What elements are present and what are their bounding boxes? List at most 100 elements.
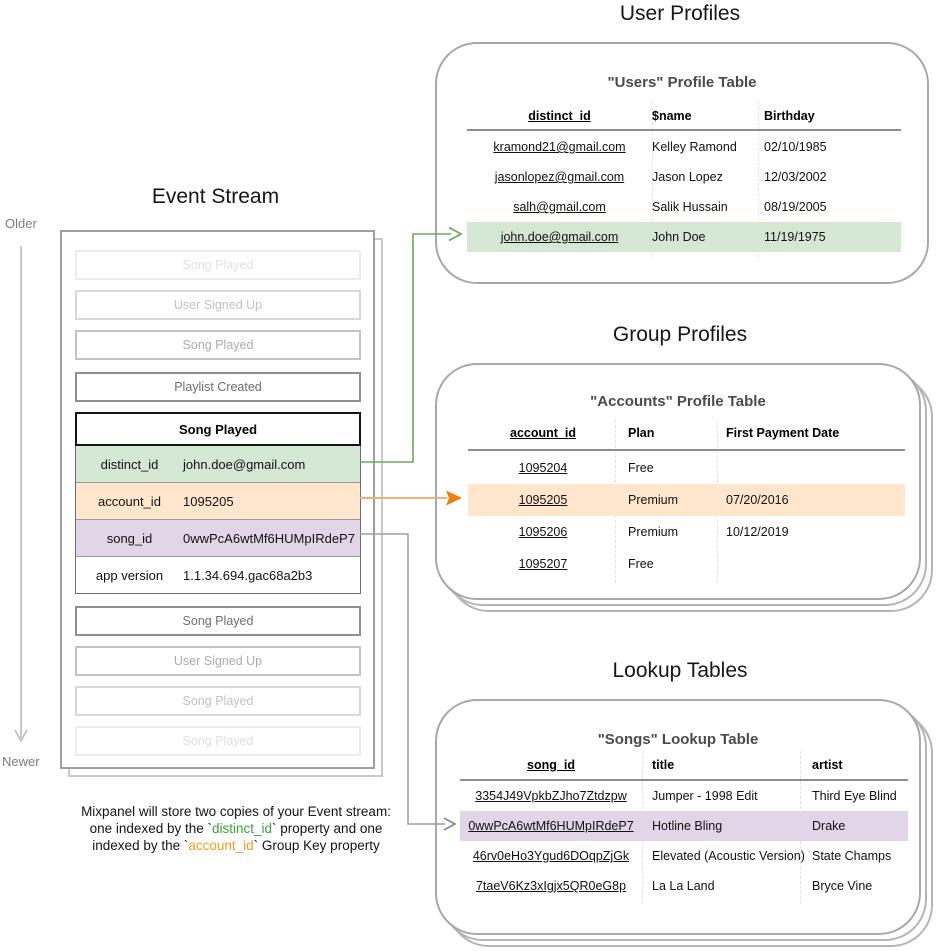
timeline-arrow xyxy=(14,246,28,743)
event-item: Playlist Created xyxy=(75,372,361,402)
cell: John Doe xyxy=(652,230,706,244)
column-header: title xyxy=(652,758,675,772)
songs-card: "Songs" Lookup Table song_id title artis… xyxy=(435,699,921,935)
event-properties: distinct_id john.doe@gmail.com account_i… xyxy=(75,446,361,594)
column-header: song_id xyxy=(527,758,575,772)
caption-text: one indexed by the ` xyxy=(89,821,212,836)
column-header: account_id xyxy=(510,426,576,440)
users-card: "Users" Profile Table distinct_id $name … xyxy=(435,42,929,284)
table-row: salh@gmail.com Salik Hussain 08/19/2005 xyxy=(467,192,901,222)
caption-text: ` property and one xyxy=(272,821,383,836)
caption-distinct-id: distinct_id xyxy=(211,821,273,836)
event-item: User Signed Up xyxy=(75,646,361,676)
cell: Third Eye Blind xyxy=(812,789,897,803)
cell: john.doe@gmail.com xyxy=(500,230,619,244)
accounts-table-header-row: account_id Plan First Payment Date xyxy=(468,422,905,444)
cell: jasonlopez@gmail.com xyxy=(494,170,625,184)
cell: Kelley Ramond xyxy=(652,140,737,154)
property-value: 0wwPcA6wtMf6HUMpIRdeP7 xyxy=(183,530,355,546)
caption-text: Mixpanel will store two copies of your E… xyxy=(81,804,391,819)
table-rule xyxy=(467,129,901,131)
property-row-account-id: account_id 1095205 xyxy=(76,482,360,519)
cell: 10/12/2019 xyxy=(726,525,789,539)
event-item: Song Played xyxy=(75,250,361,280)
caption-line-3: indexed by the `account_id` Group Key pr… xyxy=(28,837,444,854)
title-event-stream: Event Stream xyxy=(151,185,280,208)
cell: Elevated (Acoustic Version) xyxy=(652,849,805,863)
table-row: 7taeV6Kz3xIgjx5QR0eG8p La La Land Bryce … xyxy=(460,871,908,901)
property-key: app version xyxy=(95,567,164,583)
cell: salh@gmail.com xyxy=(513,200,606,214)
event-item: Song Played xyxy=(75,686,361,716)
cell: Premium xyxy=(628,525,679,539)
caption-text: indexed by the ` xyxy=(92,838,189,853)
column-header: artist xyxy=(812,758,843,772)
table-row-highlighted: 0wwPcA6wtMf6HUMpIRdeP7 Hotline Bling Dra… xyxy=(460,811,908,841)
property-value: 1.1.34.694.gac68a2b3 xyxy=(183,567,313,583)
event-item: Song Played xyxy=(75,726,361,756)
table-row: kramond21@gmail.com Kelley Ramond 02/10/… xyxy=(467,132,901,162)
caption-line-1: Mixpanel will store two copies of your E… xyxy=(28,803,444,820)
caption-text: ` Group Key property xyxy=(253,838,380,853)
cell: 12/03/2002 xyxy=(764,170,827,184)
songs-table-heading: "Songs" Lookup Table xyxy=(597,731,759,748)
cell: Jumper - 1998 Edit xyxy=(652,789,758,803)
table-rule xyxy=(460,779,908,781)
event-item: Song Played xyxy=(75,330,361,360)
caption-account-id: account_id xyxy=(188,838,254,853)
table-row: jasonlopez@gmail.com Jason Lopez 12/03/2… xyxy=(467,162,901,192)
users-table-heading: "Users" Profile Table xyxy=(607,74,757,91)
cell: Jason Lopez xyxy=(652,170,723,184)
cell: 7taeV6Kz3xIgjx5QR0eG8p xyxy=(475,879,627,893)
caption: Mixpanel will store two copies of your E… xyxy=(28,803,444,854)
accounts-table-heading: "Accounts" Profile Table xyxy=(590,393,766,410)
caption-line-2: one indexed by the `distinct_id` propert… xyxy=(28,820,444,837)
property-value: john.doe@gmail.com xyxy=(183,456,306,472)
column-header: Plan xyxy=(628,426,655,440)
table-row: 46rv0eHo3Ygud6DOqpZjGk Elevated (Acousti… xyxy=(460,841,908,871)
cell: Premium xyxy=(628,493,679,507)
column-header: $name xyxy=(652,109,692,123)
cell: Drake xyxy=(812,819,846,833)
column-header: First Payment Date xyxy=(726,426,840,440)
cell: 1095205 xyxy=(518,493,568,507)
active-event-card: Song Played distinct_id john.doe@gmail.c… xyxy=(75,412,361,594)
cell: Free xyxy=(628,461,654,475)
cell: Salik Hussain xyxy=(652,200,728,214)
songs-table-header-row: song_id title artist xyxy=(460,754,908,776)
event-title: Song Played xyxy=(75,412,361,446)
cell: Bryce Vine xyxy=(812,879,873,893)
cell: State Champs xyxy=(812,849,892,863)
cell: kramond21@gmail.com xyxy=(493,140,626,154)
event-stream-box: Song Played User Signed Up Song Played P… xyxy=(60,230,375,769)
accounts-card: "Accounts" Profile Table account_id Plan… xyxy=(435,363,921,600)
table-row: 1095204 Free xyxy=(468,452,905,484)
older-label: Older xyxy=(5,216,37,231)
title-user-profiles: User Profiles xyxy=(619,2,741,25)
column-header: Birthday xyxy=(764,109,815,123)
event-item: User Signed Up xyxy=(75,290,361,320)
cell: Free xyxy=(628,557,654,571)
property-key: account_id xyxy=(98,493,161,509)
property-row-song-id: song_id 0wwPcA6wtMf6HUMpIRdeP7 xyxy=(76,519,360,556)
column-header: distinct_id xyxy=(528,109,591,123)
property-key: distinct_id xyxy=(100,456,159,472)
table-row-highlighted: john.doe@gmail.com John Doe 11/19/1975 xyxy=(467,222,901,252)
column-separator xyxy=(758,102,759,257)
title-lookup-tables: Lookup Tables xyxy=(612,659,748,682)
property-row-distinct-id: distinct_id john.doe@gmail.com xyxy=(76,446,360,482)
cell: 3354J49VpkbZJho7Ztdzpw xyxy=(475,789,627,803)
cell: 08/19/2005 xyxy=(764,200,827,214)
users-table-header-row: distinct_id $name Birthday xyxy=(467,105,901,127)
table-row: 3354J49VpkbZJho7Ztdzpw Jumper - 1998 Edi… xyxy=(460,781,908,811)
property-row-app-version: app version 1.1.34.694.gac68a2b3 xyxy=(76,556,360,593)
column-separator xyxy=(652,102,653,257)
property-value: 1095205 xyxy=(183,493,234,509)
title-group-profiles: Group Profiles xyxy=(612,323,748,346)
cell: 02/10/1985 xyxy=(764,140,827,154)
table-row: 1095206 Premium 10/12/2019 xyxy=(468,516,905,548)
property-key: song_id xyxy=(106,530,153,546)
event-item: Song Played xyxy=(75,606,361,636)
table-row-highlighted: 1095205 Premium 07/20/2016 xyxy=(468,484,905,516)
